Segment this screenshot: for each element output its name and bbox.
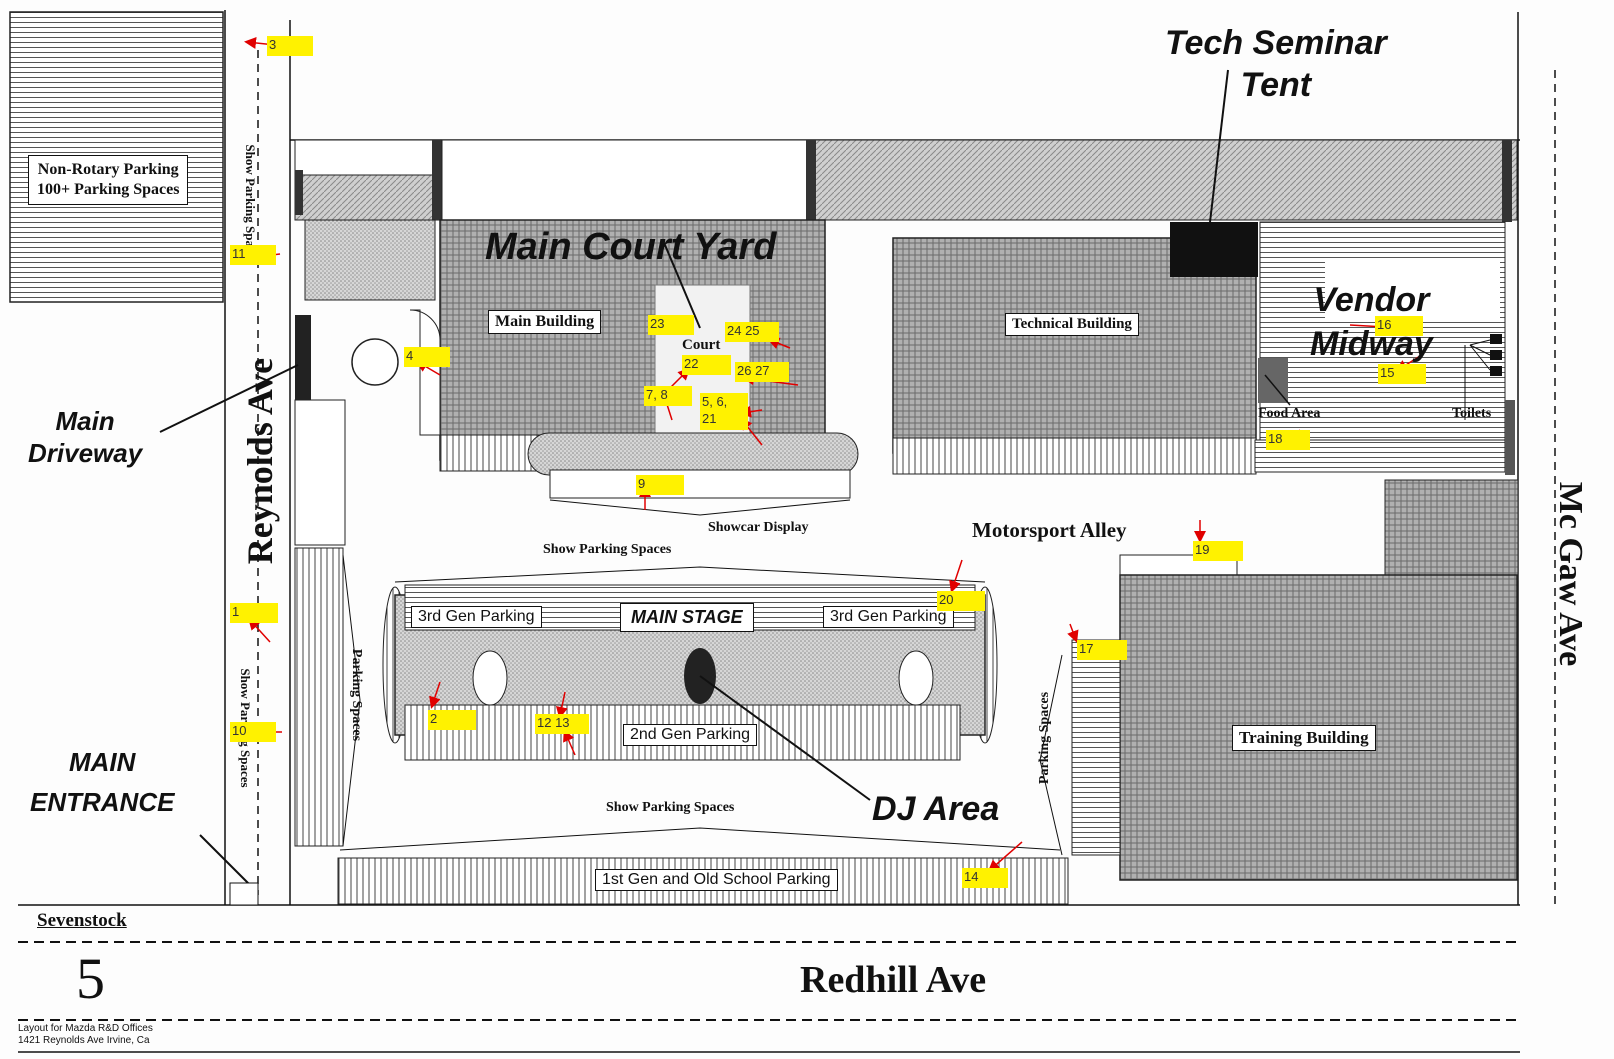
event-name: Sevenstock [37,910,127,931]
showcar-display-label: Showcar Display [708,520,809,535]
marker-11[interactable]: 11 [230,245,276,265]
marker-2[interactable]: 2 [428,710,476,730]
tech-seminar-line2: Tent [1240,66,1312,104]
parking-spaces-left-label: Parking Spaces [349,648,364,742]
reynolds-ave-label: Reynolds Ave [240,357,280,565]
marker-9[interactable]: 9 [636,475,684,495]
marker-21[interactable]: 21 [700,410,748,430]
page-number: 5 [76,946,105,1011]
vendor-line1: Vendor [1313,281,1430,319]
marker-15[interactable]: 15 [1378,364,1426,384]
marker-12-13[interactable]: 12 13 [535,714,589,734]
training-building-sign: Training Building [1232,725,1376,751]
layout-line2: 1421 Reynolds Ave Irvine, Ca [18,1035,150,1046]
third-gen-parking-right: 3rd Gen Parking [823,606,954,628]
marker-14[interactable]: 14 [962,868,1008,888]
marker-20[interactable]: 20 [937,591,985,611]
court-label: Court [682,337,721,353]
main-building-sign: Main Building [488,310,602,334]
tech-seminar-tent-label: Tech Seminar Tent [1165,22,1387,106]
marker-1[interactable]: 1 [230,603,278,623]
main-entrance-line2: ENTRANCE [30,787,175,817]
main-driveway-label: Main Driveway [28,405,142,469]
marker-26-27[interactable]: 26 27 [735,362,789,382]
marker-23[interactable]: 23 [648,315,694,335]
layout-caption: Layout for Mazda R&D Offices 1421 Reynol… [18,1023,153,1047]
toilets-label: Toilets [1452,406,1492,421]
marker-18[interactable]: 18 [1266,430,1310,450]
parking-spaces-right-label: Parking Spaces [1037,691,1052,785]
dj-area-label: DJ Area [872,790,1000,828]
marker-3[interactable]: 3 [267,36,313,56]
main-entrance-line1: MAIN [69,747,136,777]
marker-22[interactable]: 22 [682,355,731,375]
marker-4[interactable]: 4 [404,347,450,367]
layout-line1: Layout for Mazda R&D Offices [18,1023,153,1034]
mcgaw-ave-label: Mc Gaw Ave [1552,481,1589,667]
non-rotary-line2: 100+ Parking Spaces [37,181,180,198]
main-driveway-line2: Driveway [28,438,143,468]
main-entrance-label: MAIN ENTRANCE [30,742,174,822]
first-gen-parking: 1st Gen and Old School Parking [595,869,838,891]
main-stage-sign: MAIN STAGE [620,603,754,632]
third-gen-parking-left: 3rd Gen Parking [411,606,542,628]
marker-19[interactable]: 19 [1193,541,1243,561]
marker-24-25[interactable]: 24 25 [725,322,779,342]
marker-17[interactable]: 17 [1077,640,1127,660]
marker-5-6[interactable]: 5, 6, [700,393,748,413]
main-driveway-line1: Main [55,406,115,436]
tech-seminar-line1: Tech Seminar [1165,24,1387,62]
show-parking-spaces-bottom-label: Show Parking Spaces [606,800,735,815]
non-rotary-line1: Non-Rotary Parking [37,161,179,178]
food-area-label: Food Area [1258,406,1321,421]
marker-10[interactable]: 10 [230,722,276,742]
technical-building-sign: Technical Building [1005,313,1139,336]
redhill-ave-label: Redhill Ave [800,959,987,1001]
marker-16[interactable]: 16 [1375,316,1423,336]
non-rotary-parking-sign: Non-Rotary Parking 100+ Parking Spaces [28,155,189,205]
second-gen-parking: 2nd Gen Parking [623,724,758,746]
show-parking-spaces-top-label: Show Parking Spaces [543,542,672,557]
main-court-yard-label: Main Court Yard [485,226,777,268]
marker-7-8[interactable]: 7, 8 [644,386,692,406]
motorsport-alley-label: Motorsport Alley [972,518,1127,542]
